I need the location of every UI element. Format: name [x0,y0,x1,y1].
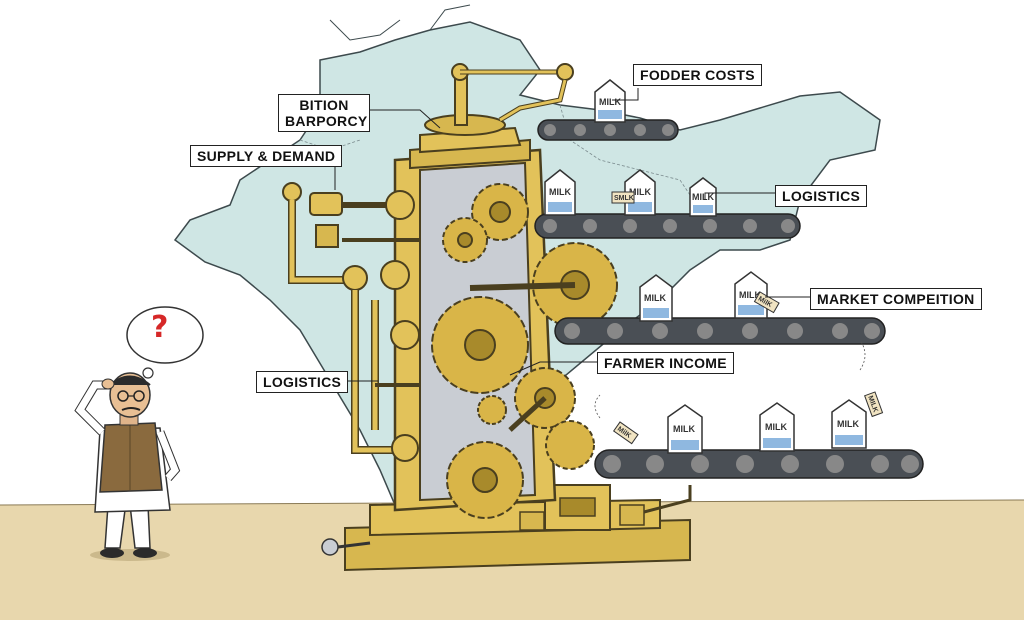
leader-lines [334,88,810,382]
carton-label: MILK [673,424,695,434]
label-bition-barporcy-line2: BARPORCY [285,113,368,129]
label-bition-barporcy-line1: BITION [299,97,349,113]
milk-carton: MILK [639,274,673,322]
label-market-competition: MARKET COMPEITION [810,288,982,310]
milk-carton: MILK [759,402,795,452]
carton-label: MILK [599,97,621,107]
conveyor-belt-4 [594,449,924,479]
milk-carton: MILK [624,169,656,216]
label-logistics-right: LOGISTICS [775,185,868,207]
price-tag-text: SMLK [614,195,634,202]
milk-carton: MILK [594,79,626,123]
carton-label: MILK [692,192,714,202]
milk-cartons: MILK MILK MILK MILK MILK MILK [544,79,867,454]
carton-label: MILK [629,187,651,197]
label-supply-demand: SUPPLY & DEMAND [190,145,343,167]
label-fodder-costs: FODDER COSTS [633,64,762,86]
machine-pipes [282,182,420,462]
milk-carton: MILK [667,404,703,454]
confused-man-figure [74,372,181,561]
machine-gears [431,183,618,519]
carton-label: MILK [739,290,761,300]
price-tag: SMLK [611,191,635,204]
milk-carton: MILK [544,169,576,216]
price-tag: MILK [864,391,884,418]
question-mark-icon: ? [151,310,169,345]
conveyor-belt-3 [554,317,886,345]
conveyor-belt-2 [534,213,801,239]
carton-label: MILK [644,293,666,303]
price-tag: MilK [612,421,639,445]
carton-label: MILK [765,422,787,432]
machine-base [321,484,692,572]
milk-carton: MILK [831,399,867,449]
label-logistics-left: LOGISTICS [256,371,349,393]
conveyor-belt-1 [537,119,679,141]
label-farmer-income: FARMER INCOME [597,352,734,374]
milk-carton: MILK [689,177,717,217]
carton-label: MILK [549,187,571,197]
label-bition-barporcy: BITION BARPORCY [278,94,370,132]
carton-label: MILK [837,419,859,429]
conveyor-belts [534,119,924,479]
